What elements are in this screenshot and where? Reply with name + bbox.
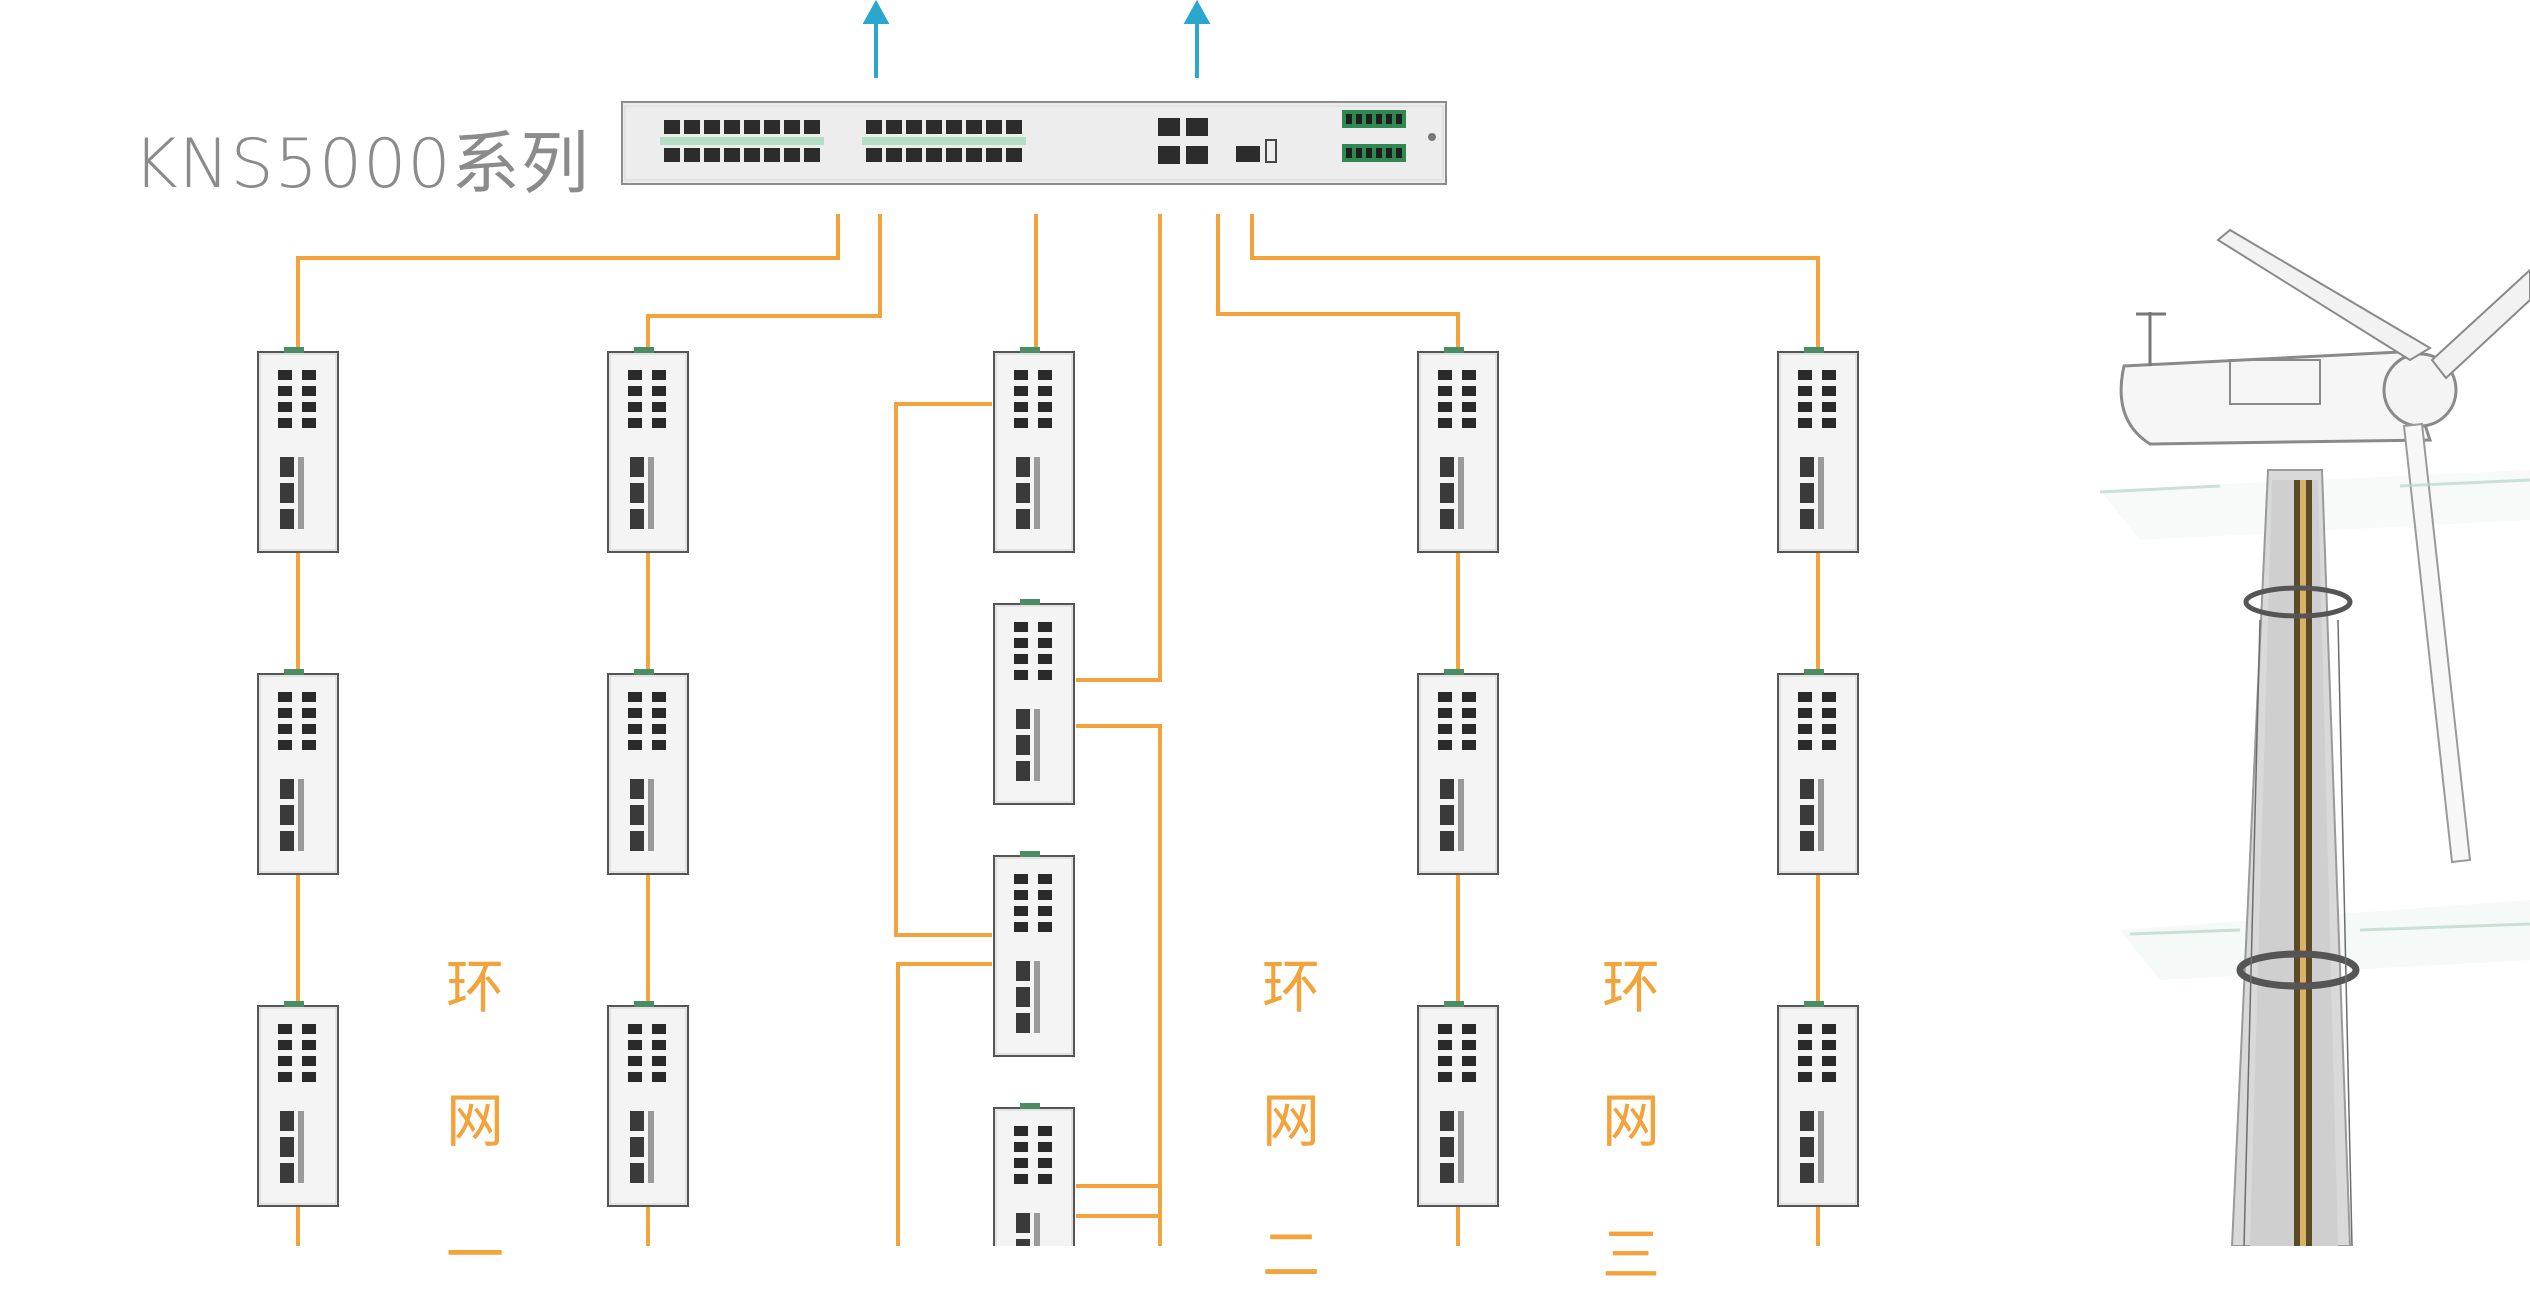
ring3-uplink-a (1216, 214, 1460, 350)
edge-switch-c1-r2 (257, 668, 339, 875)
edge-switch-c3-r2 (993, 598, 1075, 805)
ring2-uplink-b (1076, 214, 1162, 682)
core-uplink-ports (1158, 118, 1277, 164)
edge-switch-c2-r2 (607, 668, 689, 875)
uplink-arrow-1-head (862, 0, 890, 24)
edge-switch-c2-r1 (607, 346, 689, 553)
edge-switch-c3-r1 (993, 346, 1075, 553)
edge-switch-c4-r3 (1417, 1000, 1499, 1207)
core-port-bank-2 (866, 120, 1022, 162)
core-switch-device (621, 101, 1447, 185)
wind-turbine-illustration (2099, 228, 2530, 1246)
edge-switch-c3-r4 (993, 1102, 1075, 1246)
ring2-link-1 (894, 402, 992, 937)
uplink-arrows (862, 0, 1211, 78)
edge-switch-c5-r2 (1777, 668, 1859, 875)
ring-label-1-char-2: 网 (446, 1087, 505, 1155)
uplink-arrow-2-head (1183, 0, 1211, 24)
ring3-uplink-b (1250, 214, 1820, 350)
edge-switch-c5-r3 (1777, 1000, 1859, 1207)
ring-label-2-char-2: 网 (1262, 1087, 1321, 1155)
edge-switch-c4-r1 (1417, 346, 1499, 553)
ring2-link-3 (1076, 724, 1162, 1246)
edge-switch-c3-r3 (993, 850, 1075, 1057)
ring2-link-2 (896, 962, 992, 1246)
edge-switch-c4-r2 (1417, 668, 1499, 875)
edge-switch-c1-r3 (257, 1000, 339, 1207)
core-switch-series-label: KNS5000系列 (133, 125, 590, 204)
edge-switches (257, 346, 1859, 1246)
edge-switch-c1-r1 (257, 346, 339, 553)
ring-label-2-char-1: 环 (1262, 953, 1321, 1021)
network-topology-diagram (257, 0, 2530, 1246)
ring1-uplink-a (296, 214, 840, 350)
edge-switch-c2-r3 (607, 1000, 689, 1207)
edge-switch-c5-r1 (1777, 346, 1859, 553)
ring1-uplink-b (646, 214, 882, 350)
ring-label-1-char-1: 环 (446, 953, 505, 1021)
core-port-bank-1 (664, 120, 820, 162)
ring-label-3-char-2: 网 (1602, 1087, 1661, 1155)
core-terminal-blocks (1342, 110, 1436, 162)
ring-label-3-char-1: 环 (1602, 953, 1661, 1021)
ring-links (296, 214, 1820, 1246)
